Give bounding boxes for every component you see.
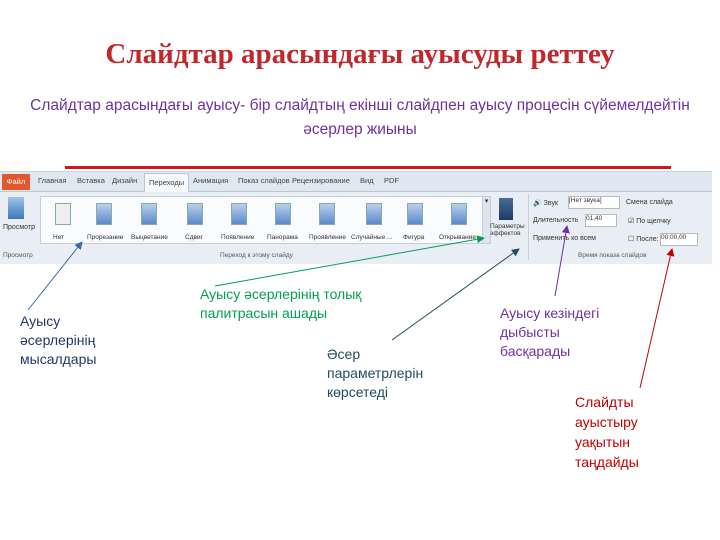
transition-pan-icon[interactable] — [275, 203, 291, 225]
arrow-sound — [554, 225, 570, 297]
transition-shape-icon[interactable] — [407, 203, 423, 225]
after-checkbox[interactable]: ☐ После: — [628, 236, 659, 243]
effect-options-button[interactable]: Параметры эффектов — [490, 223, 525, 237]
arrow-timing — [639, 248, 675, 389]
transition-fade-icon[interactable] — [141, 203, 157, 225]
on-click-checkbox[interactable]: ☑ По щелчку — [628, 218, 671, 225]
preview-icon — [8, 197, 24, 219]
note-params: Әсер параметрлерін көрсетеді — [327, 346, 424, 400]
tab-insert[interactable]: Вставка — [77, 176, 105, 185]
after-time-input[interactable]: 00:00,00 — [660, 233, 698, 246]
tab-animation[interactable]: Анимация — [193, 176, 229, 185]
transition-group-label: Переход к этому слайду — [220, 252, 293, 259]
transition-label: Выцветание — [131, 234, 168, 241]
arrow-palette — [214, 235, 485, 287]
note-timing: Слайдты ауыстыру уақытын таңдайды — [575, 394, 639, 470]
ribbon-tabs: Файл Главная Вставка Дизайн Переходы Ани… — [0, 172, 712, 192]
tab-view[interactable]: Вид — [360, 176, 374, 185]
transition-label: Появление — [221, 234, 255, 241]
transition-label: Сдвиг — [185, 234, 203, 241]
note-examples: Ауысу әсерлерінің мысалдары — [20, 313, 97, 367]
transition-label: Прорезание — [87, 234, 124, 241]
transition-none-icon[interactable] — [55, 203, 71, 225]
preview-group-label: Просмотр — [3, 252, 33, 259]
group-separator — [528, 194, 529, 260]
slide-subtitle: Слайдтар арасындағы ауысу- бір слайдтың … — [30, 97, 690, 138]
tab-file[interactable]: Файл — [2, 174, 30, 190]
tab-transitions[interactable]: Переходы — [144, 173, 190, 192]
tab-review[interactable]: Рецензирование — [292, 176, 350, 185]
divider — [65, 166, 671, 169]
slide-title: Слайдтар арасындағы ауысуды реттеу — [105, 38, 615, 70]
advance-label: Смена слайда — [626, 199, 673, 206]
tab-home[interactable]: Главная — [38, 176, 67, 185]
effect-options-icon — [499, 198, 513, 220]
tab-slideshow[interactable]: Показ слайдов — [238, 176, 290, 185]
transition-label: Нет — [53, 234, 65, 241]
arrow-examples — [27, 241, 83, 311]
gallery-more-button[interactable]: ▾ — [482, 196, 491, 244]
transition-push-icon[interactable] — [187, 203, 203, 225]
transition-label: Проявление — [309, 234, 346, 241]
duration-label: Длительность — [533, 217, 579, 224]
arrow-params — [391, 248, 520, 341]
ribbon-screenshot: Файл Главная Вставка Дизайн Переходы Ани… — [0, 171, 712, 264]
transition-gallery: Нет Прорезание Выцветание Сдвиг Появлени… — [40, 196, 484, 244]
note-sound: Ауысу кезіндегі дыбысты басқарады — [500, 305, 600, 359]
transition-label: Фигура — [403, 234, 425, 241]
tab-pdf[interactable]: PDF — [384, 176, 399, 185]
transition-cut-icon[interactable] — [96, 203, 112, 225]
transition-reveal-icon[interactable] — [319, 203, 335, 225]
transition-random-icon[interactable] — [366, 203, 382, 225]
transition-label: Случайные ... — [351, 234, 393, 241]
transition-label: Открывание — [439, 234, 476, 241]
preview-button[interactable]: Просмотр — [3, 224, 35, 231]
duration-input[interactable]: 01,40 — [585, 214, 617, 227]
transition-label: Панорама — [267, 234, 298, 241]
timing-group-label: Время показа слайдов — [578, 252, 647, 259]
sound-select[interactable]: [Нет звука] — [568, 196, 620, 209]
transition-uncover-icon[interactable] — [451, 203, 467, 225]
transition-wipe-icon[interactable] — [231, 203, 247, 225]
sound-label: 🔊 Звук — [533, 200, 559, 207]
note-palette: Ауысу әсерлерінің толық палитрасын ашады — [200, 286, 362, 321]
tab-design[interactable]: Дизайн — [112, 176, 138, 185]
